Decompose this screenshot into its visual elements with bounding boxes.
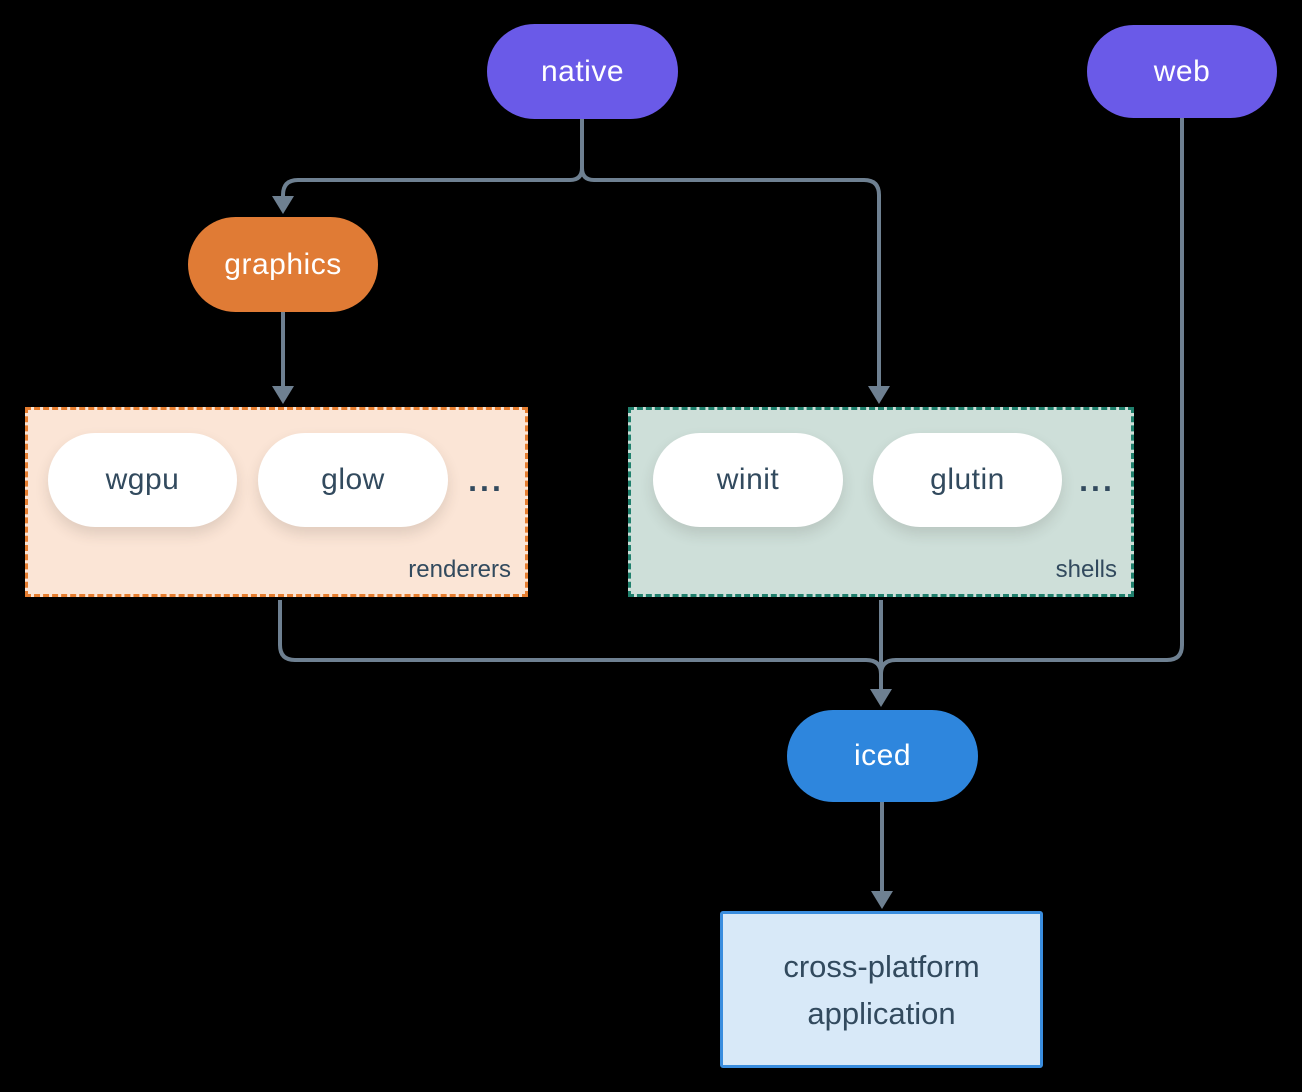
edge-renderers-to-junction xyxy=(278,600,883,675)
arrowhead-into-application xyxy=(871,891,893,909)
renderers-group-label: renderers xyxy=(408,556,511,583)
arrowhead-into-shells xyxy=(868,386,890,404)
arrowhead-into-renderers xyxy=(272,386,294,404)
application-label-line2: application xyxy=(807,995,956,1031)
node-graphics-label: graphics xyxy=(224,247,342,281)
node-glow: glow xyxy=(258,433,448,527)
node-wgpu: wgpu xyxy=(48,433,237,527)
shells-group-label: shells xyxy=(1055,556,1117,583)
node-winit: winit xyxy=(653,433,843,527)
node-web: web xyxy=(1087,25,1277,118)
node-iced: iced xyxy=(787,710,978,802)
node-native-label: native xyxy=(540,54,625,88)
arrowhead-into-graphics xyxy=(272,196,294,214)
node-graphics: graphics xyxy=(188,217,378,312)
group-renderers: wgpu glow ... renderers xyxy=(25,407,528,597)
node-wgpu-label: wgpu xyxy=(105,463,180,496)
node-iced-label: iced xyxy=(853,739,912,772)
node-web-label: web xyxy=(1153,54,1211,88)
node-winit-label: winit xyxy=(716,463,780,496)
renderers-ellipsis: ... xyxy=(468,461,504,498)
node-cross-platform-application: cross-platform application xyxy=(720,911,1043,1068)
node-glutin: glutin xyxy=(873,433,1062,527)
arrowhead-into-iced xyxy=(870,689,892,707)
group-shells: winit glutin ... shells xyxy=(628,407,1134,597)
edge-native-to-graphics xyxy=(281,119,584,197)
node-glutin-label: glutin xyxy=(930,463,1005,496)
node-native: native xyxy=(487,24,678,119)
edge-native-to-shells xyxy=(580,119,881,387)
shells-ellipsis: ... xyxy=(1079,461,1115,498)
node-glow-label: glow xyxy=(321,463,385,496)
application-label-line1: cross-platform xyxy=(783,948,980,984)
